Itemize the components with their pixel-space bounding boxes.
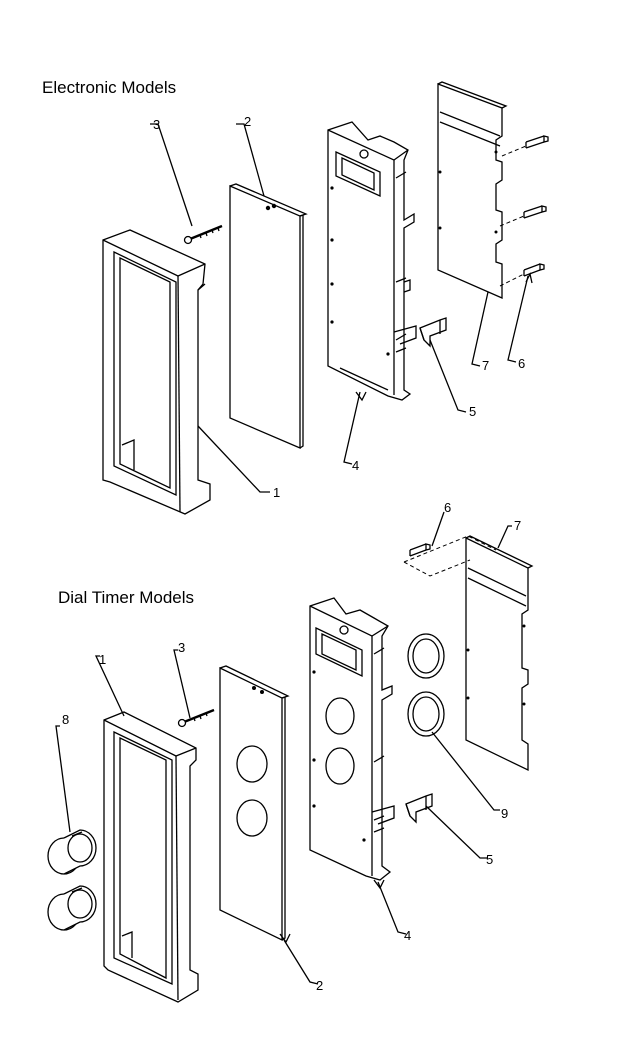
dial-callout-3: 3: [178, 640, 185, 655]
section-title-electronic: Electronic Models: [42, 78, 177, 97]
dial-callout-2: 2: [316, 978, 323, 993]
electronic-callout-5: 5: [469, 404, 476, 419]
dial-callout-6: 6: [444, 500, 451, 515]
dial-callouts: 1 3 8 2 4 5 9 6 7: [55, 500, 521, 993]
electronic-part-5-clip: [419, 317, 447, 348]
dial-part-9-rings: [407, 633, 445, 737]
electronic-callout-3: 3: [153, 117, 160, 132]
dial-callout-4: 4: [404, 928, 411, 943]
dial-part-6-screw: [403, 535, 497, 577]
electronic-part-2-panel: [229, 183, 308, 449]
electronic-part-4-bracket: [327, 121, 417, 401]
electronic-callouts: 3 2 1 4 5 7 6: [150, 114, 533, 500]
dial-part-2-panel: [219, 665, 290, 942]
electronic-callout-7: 7: [482, 358, 489, 373]
section-title-dial-timer: Dial Timer Models: [58, 588, 195, 607]
dial-callout-1: 1: [99, 652, 106, 667]
dial-part-1-frame: [103, 711, 199, 1003]
electronic-callout-6: 6: [518, 356, 525, 371]
dial-part-8-knobs: [47, 829, 97, 931]
electronic-part-7-board: [437, 81, 508, 299]
electronic-part-6-screws: [499, 135, 549, 287]
dial-part-7-board: [465, 535, 534, 772]
electronic-part-1-frame: [102, 229, 211, 515]
dial-callout-8: 8: [62, 712, 69, 727]
electronic-callout-1: 1: [273, 485, 280, 500]
dial-callout-5: 5: [486, 852, 493, 867]
dial-callout-7: 7: [514, 518, 521, 533]
dial-part-3-screw: [177, 708, 215, 728]
electronic-part-3-screw: [183, 224, 223, 245]
dial-part-5-clip: [405, 793, 433, 824]
electronic-callout-2: 2: [244, 114, 251, 129]
electronic-callout-4: 4: [352, 458, 359, 473]
dial-callout-9: 9: [501, 806, 508, 821]
dial-part-4-bracket: [309, 597, 395, 881]
